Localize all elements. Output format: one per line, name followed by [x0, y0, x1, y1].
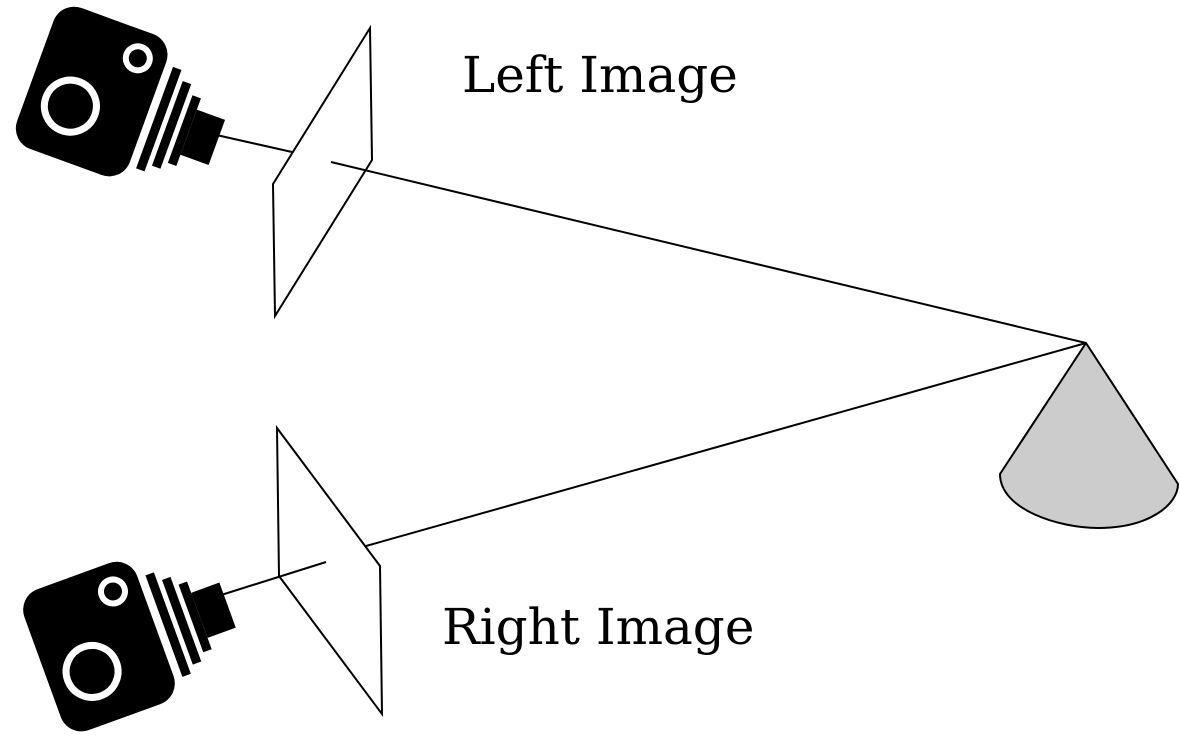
cone-object	[999, 342, 1179, 529]
left-camera-axis-line	[211, 133, 293, 153]
right-ray	[365, 342, 1087, 547]
right-camera-icon	[23, 561, 327, 732]
right-camera-big-lens	[62, 641, 122, 701]
left-image-plane	[271, 24, 374, 320]
right-image-label: Right Image	[442, 598, 754, 656]
left-image-label: Left Image	[462, 46, 738, 104]
left-camera-icon	[15, 6, 293, 177]
left-ray	[330, 161, 1087, 344]
right-camera-axis-line	[217, 561, 327, 597]
right-camera-small-lens	[97, 576, 128, 607]
left-camera-small-lens	[122, 43, 153, 74]
right-image-plane	[275, 424, 384, 718]
left-camera-big-lens	[40, 76, 100, 136]
